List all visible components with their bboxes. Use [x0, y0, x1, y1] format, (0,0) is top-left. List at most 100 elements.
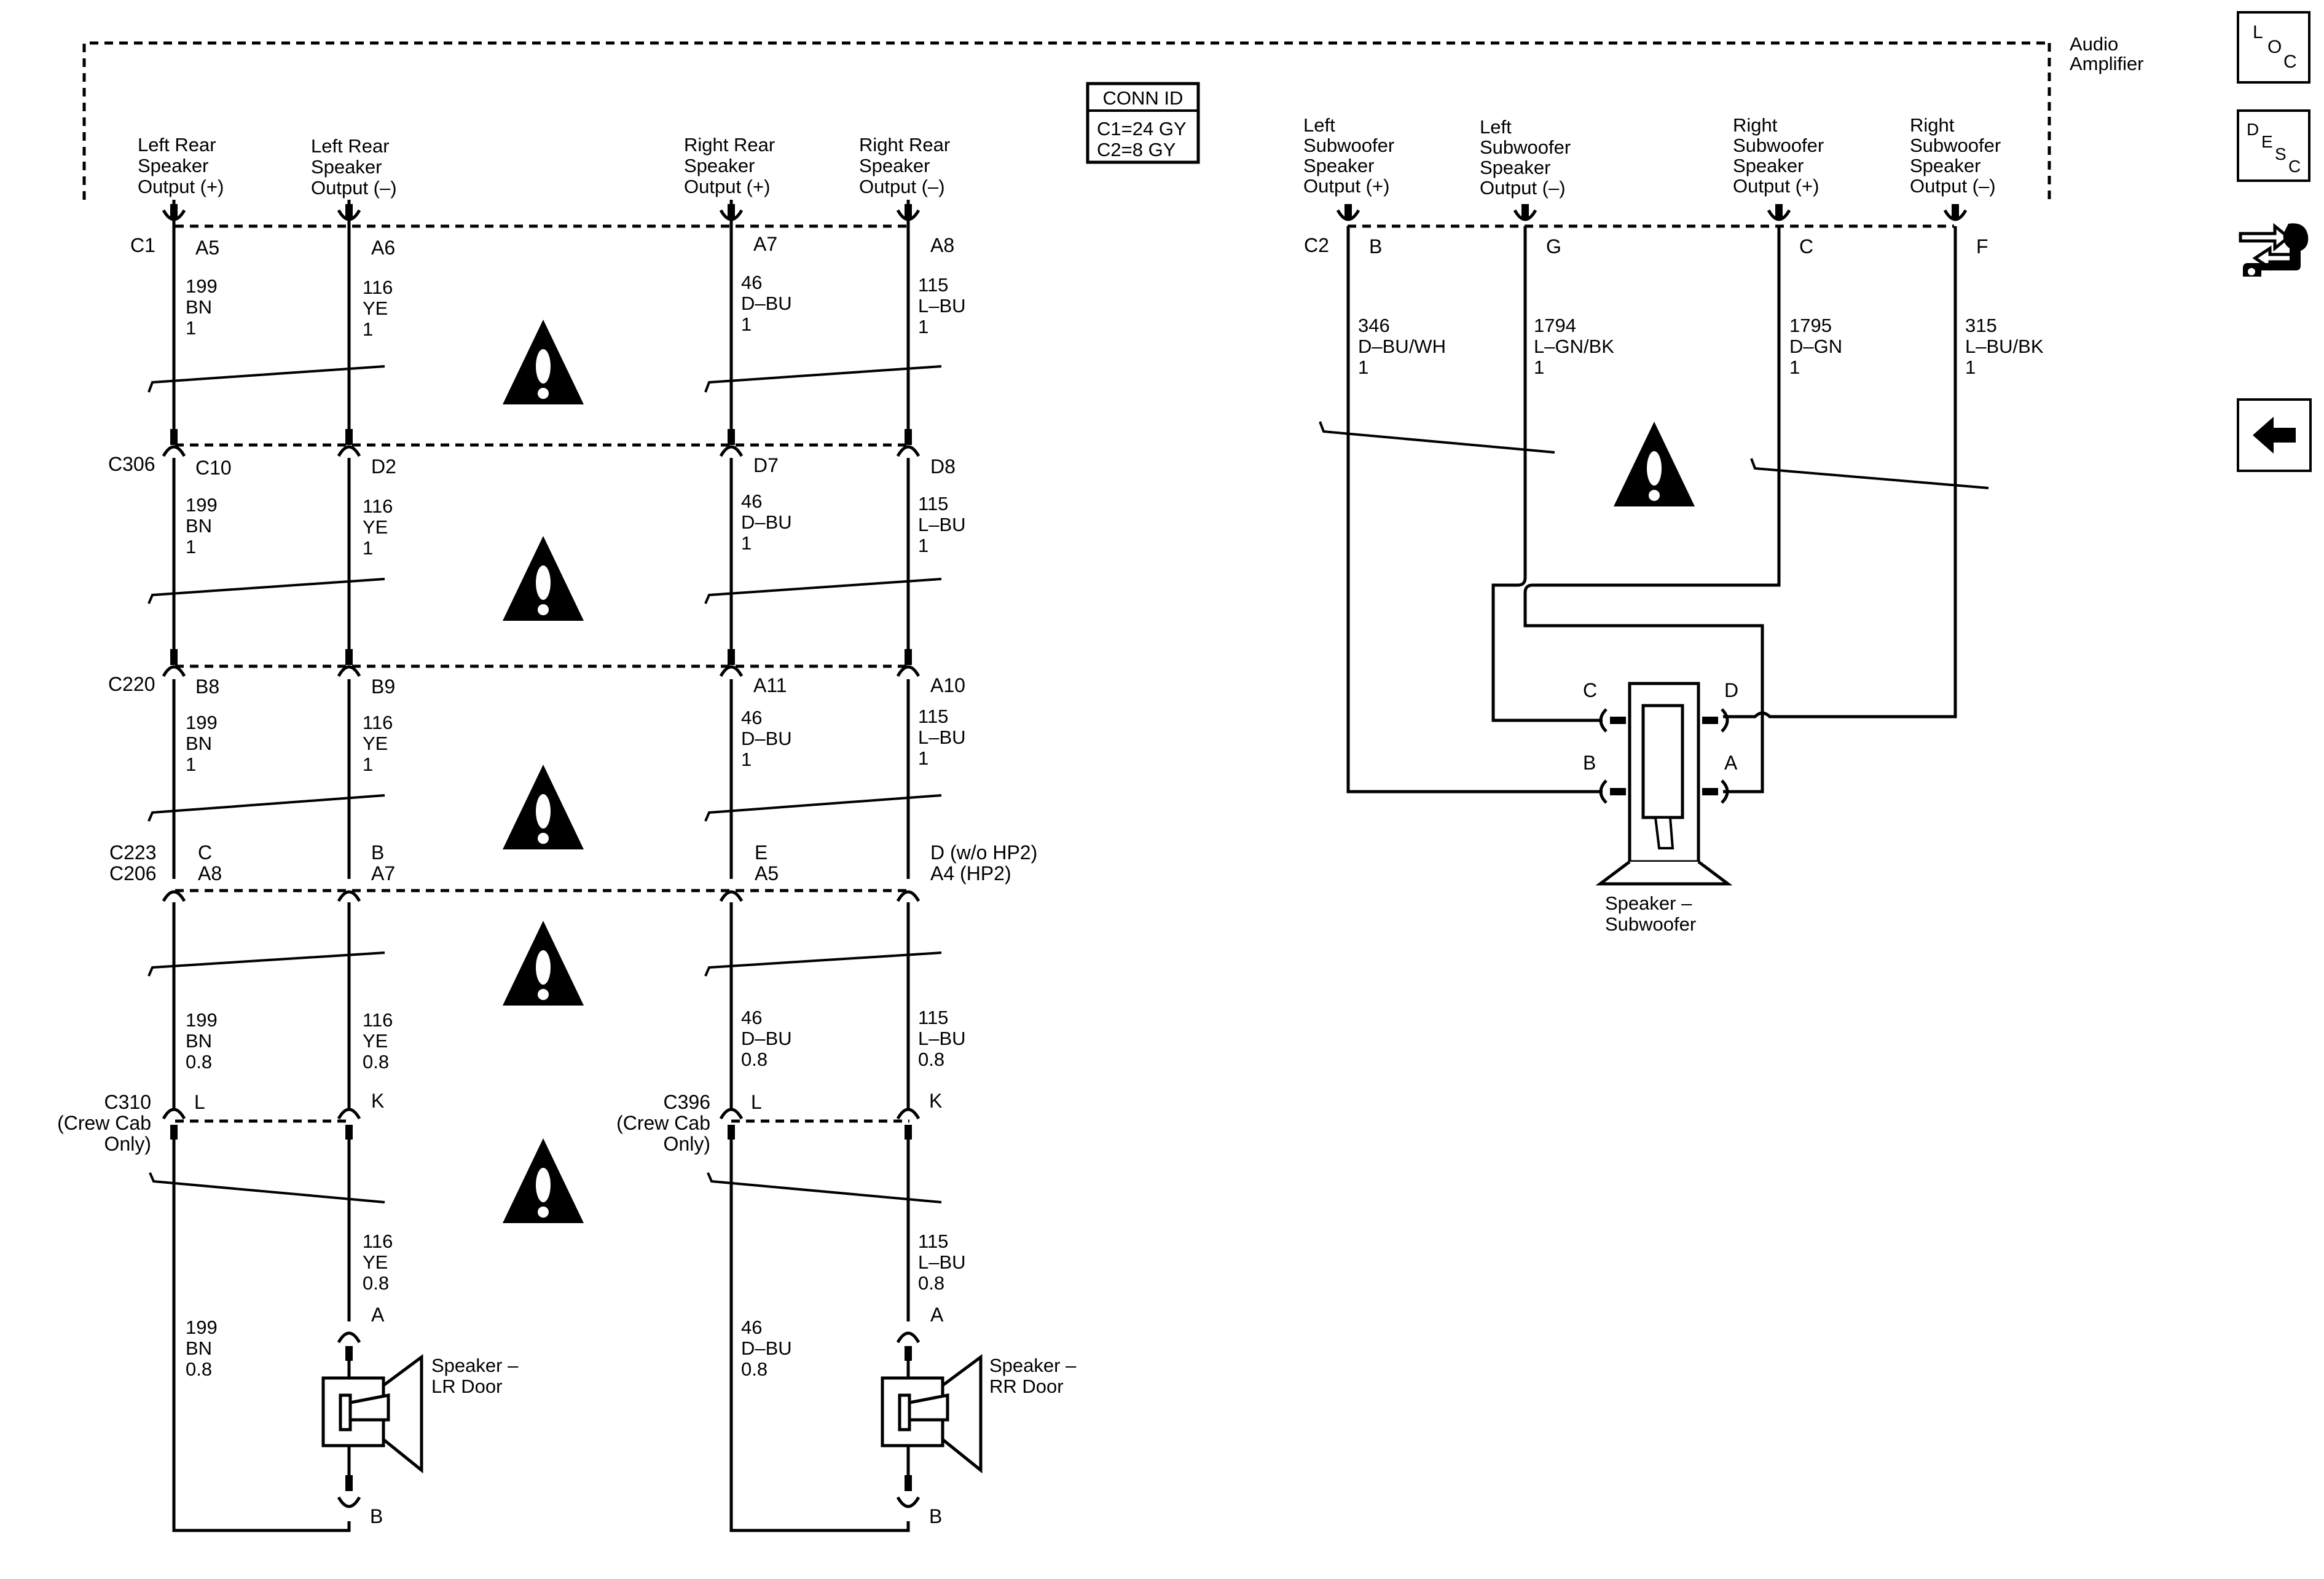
wire-label: 1 — [363, 318, 373, 340]
wire-label: 1 — [918, 747, 928, 769]
caution-icon — [503, 536, 584, 621]
pin-c206-a8: A8 — [198, 862, 222, 884]
wire-label: 115 — [918, 274, 948, 296]
caution-icon — [503, 921, 584, 1006]
sub-pin-d: D — [1724, 679, 1738, 701]
wire-label: D–BU/WH — [1358, 336, 1446, 357]
wire-label: 199 — [186, 494, 218, 516]
connector-tool-button[interactable] — [2237, 209, 2312, 285]
pin-c306-d7: D7 — [753, 454, 779, 476]
loc-icon: L O C — [2253, 22, 2297, 72]
output-label-rr-plus-2: Speaker — [684, 155, 755, 176]
c220-pins — [162, 649, 921, 677]
lr-door-pin-b: B — [370, 1505, 383, 1527]
connector-id-c206: C206 — [109, 862, 157, 884]
wire-label: 115 — [918, 1231, 948, 1252]
sub-wire-labels: 346 D–BU/WH 1 1794 L–GN/BK 1 1795 D–GN 1… — [1358, 315, 2044, 378]
output-label-rr-plus-1: Right Rear — [684, 134, 775, 156]
wire-label: 1 — [741, 313, 752, 335]
wire-label: 116 — [363, 277, 393, 298]
sub-pin-c: C — [1583, 679, 1597, 701]
speaker-lr-door-label-2: LR Door — [431, 1376, 502, 1397]
wire-label: 0.8 — [363, 1051, 389, 1073]
back-arrow-icon — [2253, 417, 2296, 454]
connector-pin-shapes — [162, 204, 1968, 1140]
wire-label: YE — [363, 1251, 388, 1273]
output-label-lr-minus-2: Speaker — [311, 156, 382, 178]
wire-label: 346 — [1358, 315, 1390, 336]
wire-label: 0.8 — [363, 1272, 389, 1294]
wire-sub-1795 — [1523, 226, 1781, 793]
speaker-rr-door-label-2: RR Door — [989, 1376, 1064, 1397]
wire-label: 1 — [186, 317, 196, 339]
pin-c310-k: K — [371, 1090, 384, 1112]
pin-c220-a10: A10 — [930, 674, 965, 696]
pin-c396-k: K — [929, 1090, 942, 1112]
wire-label: D–BU — [741, 1028, 792, 1049]
wire-label: 0.8 — [918, 1049, 944, 1070]
output-label-ls-minus-3: Speaker — [1480, 157, 1550, 178]
pin-c1-a8: A8 — [930, 234, 954, 256]
wire-sub-346 — [1346, 226, 1603, 793]
output-label-rs-minus-1: Right — [1910, 114, 1955, 136]
connector-id-c396: C396 — [664, 1091, 711, 1113]
pin-c220-b8: B8 — [195, 675, 219, 698]
wire-label: 116 — [363, 495, 393, 517]
connector-labels: C1 A5 A6 A7 A8 C306 C10 D2 D7 D8 C220 B8… — [57, 233, 1988, 1155]
wire-label: L–BU/BK — [1965, 336, 2044, 357]
wire-label: D–GN — [1789, 336, 1842, 357]
wire-label: 0.8 — [741, 1358, 767, 1380]
pin-c220-a11: A11 — [753, 674, 787, 696]
wire-label: 199 — [186, 1009, 218, 1031]
wire-label: 315 — [1965, 315, 1997, 336]
conn-id-title: CONN ID — [1103, 87, 1184, 109]
pin-c206-a4: A4 (HP2) — [930, 862, 1011, 884]
output-label-rr-minus-1: Right Rear — [859, 134, 950, 156]
output-label-lr-plus-2: Speaker — [138, 155, 208, 176]
pin-c310-l: L — [194, 1091, 205, 1113]
subwoofer-wires — [1346, 226, 1957, 793]
wire-label: 199 — [186, 712, 218, 733]
pin-c396-l: L — [751, 1091, 762, 1113]
wire-rr-plus — [729, 200, 910, 1532]
wire-label: L–BU — [918, 514, 966, 535]
lr-door-pin-a: A — [371, 1304, 385, 1326]
desc-button[interactable]: D E S C — [2237, 109, 2310, 182]
conn-id-line-1: C1=24 GY — [1097, 118, 1187, 140]
c306-pins — [162, 429, 921, 457]
conn-id-line-2: C2=8 GY — [1097, 139, 1176, 160]
wire-sub-315 — [1723, 226, 1957, 719]
output-label-rs-minus-2: Subwoofer — [1910, 135, 2001, 156]
wire-label: 46 — [741, 1007, 762, 1028]
amplifier-label-line-2: Amplifier — [2070, 53, 2144, 74]
caution-icon — [503, 1138, 584, 1223]
output-label-rr-plus-3: Output (+) — [684, 176, 770, 197]
rr-door-pin-a: A — [930, 1304, 944, 1326]
wire-label: 1 — [186, 754, 196, 775]
wire-label: D–BU — [741, 1337, 792, 1359]
output-label-ls-minus-2: Subwoofer — [1480, 136, 1571, 158]
back-button[interactable] — [2237, 398, 2312, 472]
connector-id-c306: C306 — [108, 453, 155, 475]
desc-letter-d: D — [2247, 120, 2259, 139]
loc-button[interactable]: L O C — [2237, 11, 2310, 84]
wire-label: D–BU — [741, 293, 792, 314]
caution-icon — [1614, 422, 1695, 506]
c2-pins — [1336, 204, 1968, 221]
wire-sub-1794 — [1491, 226, 1603, 722]
wire-label: 116 — [363, 1009, 393, 1031]
wire-label: 1 — [186, 536, 196, 557]
wire-label: L–BU — [918, 1251, 966, 1273]
wire-label: L–BU — [918, 726, 966, 748]
wire-label: 116 — [363, 1231, 393, 1252]
speaker-subwoofer-label-1: Speaker – — [1605, 892, 1692, 914]
pin-c223-b: B — [371, 841, 384, 864]
wire-label: 46 — [741, 707, 762, 728]
wire-label: BN — [186, 733, 212, 754]
pin-c1-a5: A5 — [195, 237, 219, 259]
wire-label: 0.8 — [186, 1051, 212, 1073]
connector-c396-note-2: Only) — [664, 1133, 710, 1155]
sub-pin-b: B — [1583, 752, 1596, 774]
c223-pins — [162, 890, 921, 902]
desc-letter-c: C — [2288, 157, 2301, 176]
